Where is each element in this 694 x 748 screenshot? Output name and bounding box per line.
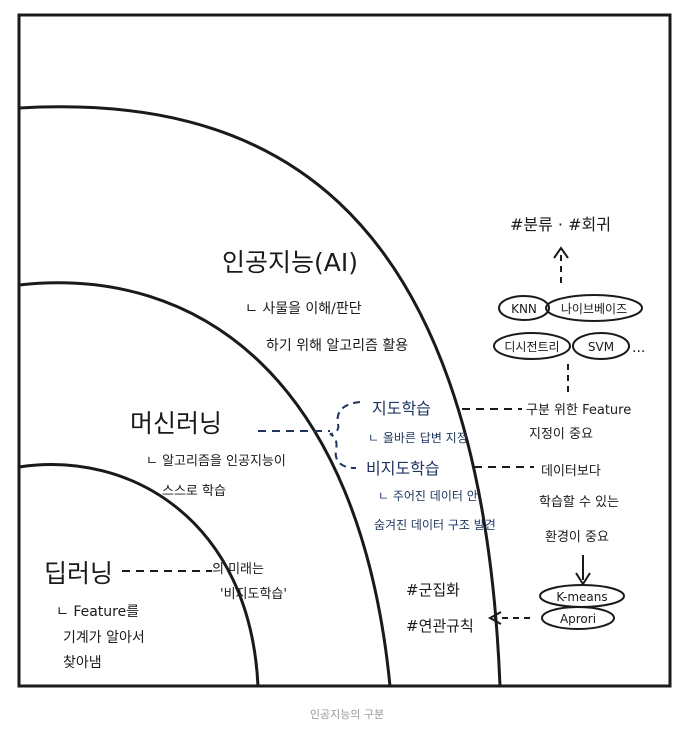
clustering-tag: #군집화	[406, 581, 460, 599]
ai-desc-line2: 하기 위해 알고리즘 활용	[266, 338, 408, 354]
decision-tree-oval	[493, 332, 571, 360]
classification-note-line1: 구분 위한 Feature	[526, 403, 631, 418]
ml-title: 머신러닝	[130, 409, 222, 438]
dl-desc-line1: ㄴ Feature를	[56, 604, 139, 620]
unsupervised-desc-line1: ㄴ 주어진 데이터 안	[378, 489, 478, 503]
classification-regression-tags: #분류 · #회귀	[510, 215, 611, 234]
decision-tree-label: 디시전트리	[504, 340, 559, 354]
more-algorithms-ellipsis: ...	[632, 340, 645, 356]
ai-boundary-arc	[18, 105, 502, 687]
ml-boundary-arc	[18, 281, 392, 687]
apriori-oval	[541, 606, 615, 630]
kmeans-label: K-means	[556, 590, 607, 604]
naive-bayes-label: 나이브베이즈	[561, 302, 627, 316]
naive-bayes-oval	[545, 294, 643, 322]
classification-note-line2: 지정이 중요	[529, 427, 593, 442]
unsupervised-down-arrowhead	[575, 572, 591, 586]
future-note-line2: '비지도학습'	[220, 587, 287, 602]
apriori-label: Aprori	[560, 612, 596, 626]
supervised-title: 지도학습	[372, 399, 431, 418]
association-rule-tag: #연관규칙	[406, 617, 474, 635]
ml-desc-line1: ㄴ 알고리즘을 인공지능이	[146, 454, 286, 469]
svm-label: SVM	[588, 340, 614, 354]
knn-label: KNN	[511, 302, 537, 316]
unsupervised-algorithms: K-means Aprori	[539, 584, 625, 630]
data-note-line3: 환경이 중요	[545, 530, 609, 545]
ml-desc-line2: 스스로 학습	[162, 484, 226, 499]
supervised-desc: ㄴ 올바른 답변 지정	[368, 431, 468, 445]
cluster-left-arrowhead	[487, 611, 502, 625]
knn-oval	[498, 295, 550, 321]
supervised-algorithms: KNN 나이브베이즈 디시전트리 SVM ...	[493, 294, 645, 360]
svm-oval	[572, 332, 630, 360]
tags-up-arrowhead	[553, 246, 569, 259]
future-note-line1: 의 미래는	[212, 562, 264, 577]
dl-boundary-arc	[18, 463, 260, 687]
figure-caption: 인공지능의 구분	[309, 708, 385, 721]
data-note-line1: 데이터보다	[541, 464, 601, 479]
learning-type-brace	[329, 401, 361, 469]
data-note-line2: 학습할 수 있는	[539, 495, 619, 510]
ai-title: 인공지능(AI)	[222, 248, 358, 277]
dl-title: 딥러닝	[44, 559, 113, 588]
unsupervised-desc-line2: 숨겨진 데이터 구조 발견	[374, 518, 496, 532]
ai-desc-line1: ㄴ 사물을 이해/판단	[245, 301, 362, 317]
unsupervised-title: 비지도학습	[366, 459, 440, 478]
frame-border	[17, 13, 672, 688]
dl-desc-line2: 기계가 알아서	[63, 630, 145, 646]
dl-desc-line3: 찾아냄	[63, 655, 102, 671]
